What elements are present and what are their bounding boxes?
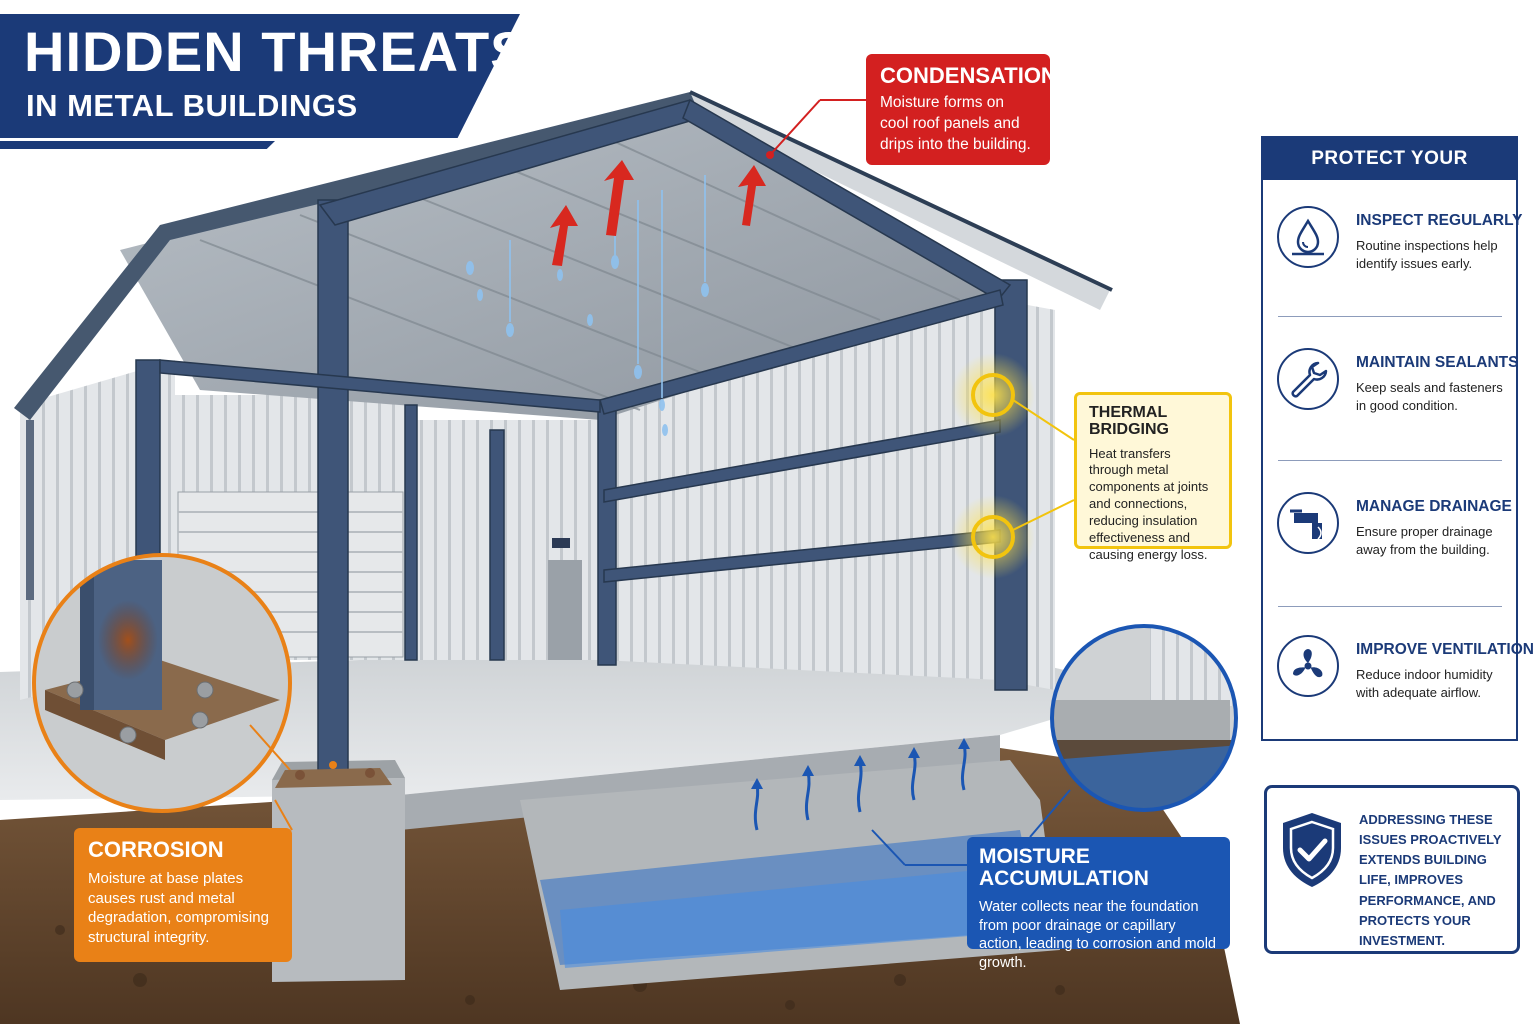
moisture-accumulation-title: MOISTURE ACCUMULATION xyxy=(979,845,1149,891)
condensation-title: CONDENSATION xyxy=(880,63,1057,88)
page-title: HIDDEN THREATS xyxy=(24,20,529,83)
protect-item-desc: Reduce indoor humidity with adequate air… xyxy=(1356,667,1493,700)
moisture-accumulation-body: Water collects near the foundation from … xyxy=(979,899,1216,971)
thermal-bridging-callout: THERMAL BRIDGING Heat transfers through … xyxy=(1074,392,1232,562)
protect-item-title: INSPECT REGULARLY xyxy=(1356,212,1523,229)
condensation-callout: CONDENSATION Moisture forms on cool roof… xyxy=(866,54,1057,165)
corrosion-callout: CORROSION Moisture at base plates causes… xyxy=(74,828,292,962)
condensation-body: Moisture forms on cool roof panels and d… xyxy=(880,94,1031,153)
thermal-bridging-title: THERMAL BRIDGING xyxy=(1089,404,1169,438)
shield-check-icon xyxy=(1283,813,1341,887)
divider xyxy=(1278,460,1502,461)
divider xyxy=(1278,606,1502,607)
protect-item-drainage: MANAGE DRAINAGE Ensure proper drainage a… xyxy=(1277,492,1512,592)
protect-item-title: IMPROVE VENTILATION xyxy=(1356,641,1534,658)
protect-item-title: MANAGE DRAINAGE xyxy=(1356,498,1512,515)
note-text: ADDRESSING THESE ISSUES PROACTIVELY EXTE… xyxy=(1359,812,1502,948)
protect-item-title: MAINTAIN SEALANTS xyxy=(1356,354,1519,371)
wrench-icon xyxy=(1277,348,1339,410)
protect-panel: PROTECT YOUR BUILDING INSPECT REGULARLY … xyxy=(1261,136,1534,741)
fan-icon xyxy=(1277,635,1339,697)
title-banner xyxy=(0,14,520,138)
corrosion-body: Moisture at base plates causes rust and … xyxy=(88,870,269,946)
protect-item-sealants: MAINTAIN SEALANTS Keep seals and fastene… xyxy=(1277,348,1518,448)
moisture-accumulation-callout: MOISTURE ACCUMULATION Water collects nea… xyxy=(967,837,1230,971)
page-subtitle: IN METAL BUILDINGS xyxy=(26,88,358,123)
protect-item-desc: Keep seals and fasteners in good conditi… xyxy=(1356,380,1503,413)
protect-heading: PROTECT YOUR BUILDING xyxy=(1263,138,1516,211)
title-stripe xyxy=(0,141,275,149)
protect-item-inspect: INSPECT REGULARLY Routine inspections he… xyxy=(1277,206,1523,306)
thermal-bridging-body: Heat transfers through metal components … xyxy=(1089,445,1209,562)
divider xyxy=(1278,316,1502,317)
corrosion-title: CORROSION xyxy=(88,837,224,862)
protect-item-desc: Routine inspections help identify issues… xyxy=(1356,238,1498,271)
protect-item-ventilation: IMPROVE VENTILATION Reduce indoor humidi… xyxy=(1277,635,1534,735)
protect-item-desc: Ensure proper drainage away from the bui… xyxy=(1356,524,1493,557)
water-drop-icon xyxy=(1277,206,1339,268)
investment-note: ADDRESSING THESE ISSUES PROACTIVELY EXTE… xyxy=(1264,785,1520,954)
gutter-icon xyxy=(1277,492,1339,554)
